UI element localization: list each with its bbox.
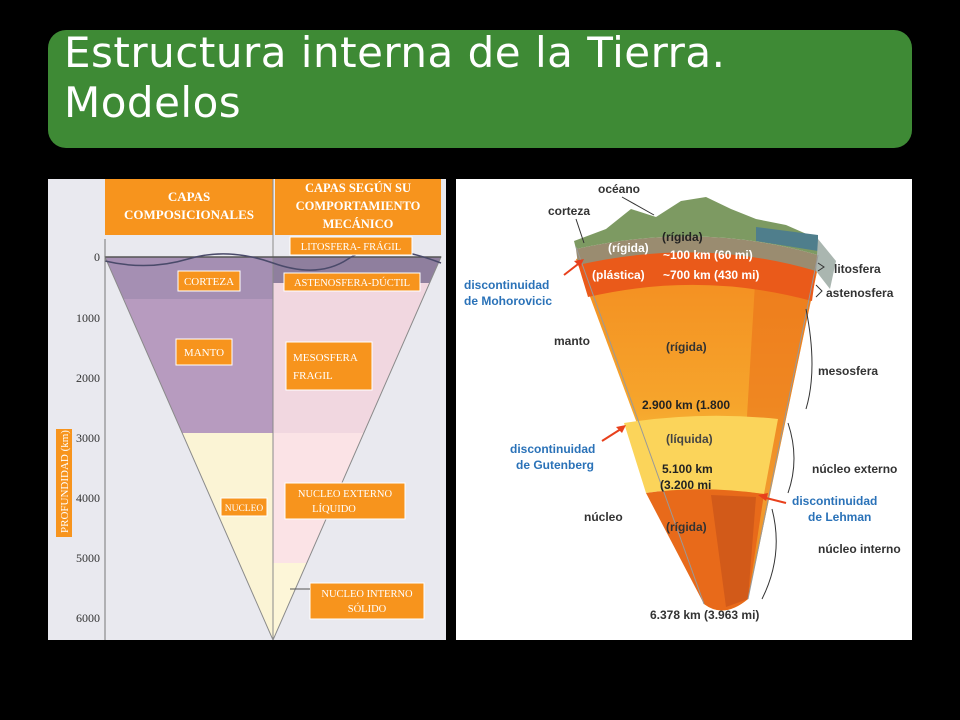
moho-label-line1: discontinuidad [464,278,549,292]
litosfera-label-box [289,236,413,256]
depth-100-label: ~100 km (60 mi) [663,248,753,262]
oceano-label: océano [598,182,640,196]
astenosfera-label: astenosfera [826,286,894,300]
outer-core [624,415,778,494]
depth-5100-line2: (3.200 mi [660,478,711,492]
moho-arrow-head [574,259,584,267]
depth-6378-label: 6.378 km (3.963 mi) [650,608,759,622]
gutenberg-arrow-head [616,425,626,433]
rigida-nucleo-label: (rígida) [666,520,707,534]
header-mechanical-box [275,179,441,235]
oceano-pointer [621,196,655,216]
depth-700-label: ~700 km (430 mi) [663,268,759,282]
litosfera-brace [817,262,825,272]
slide-title-line1: Estructura interna de la Tierra. [64,28,726,77]
depth-tick-3000: 3000 [76,431,100,445]
asthenosphere-layer [578,250,816,301]
composition-diagram: CAPAS COMPOSICIONALES CAPAS SEGÚN SU COM… [48,179,446,640]
nucleo-interno-brace [761,508,777,600]
nucleo-interno-label-line1: NUCLEO INTERNO [321,589,413,600]
ocean-surface [756,227,818,251]
manto-label-box [175,338,233,366]
nucleo-externo-label-box [284,482,406,520]
slide-title: Estructura interna de la Tierra. Modelos [64,28,904,128]
nucleo-externo-label-line1: NUCLEO EXTERNO [298,489,393,500]
nucleo-label: NUCLEO [225,504,264,514]
nucleo-externo-label: núcleo externo [812,462,897,476]
depth-2900-label: 2.900 km (1.800 [642,398,730,412]
header-composition-box [105,179,273,235]
header-mechanical-line2: COMPORTAMIENTO [296,199,421,213]
earth-wedge-diagram: (rígida) (rígida) ~100 km (60 mi) (plást… [456,179,912,640]
header-mechanical-line1: CAPAS SEGÚN SU [305,181,411,195]
depth-axis-label: PROFUNDIDAD (km) [59,430,71,533]
header-composition-line1: CAPAS [168,189,210,204]
slide-title-line2: Modelos [64,78,242,127]
depth-tick-0: 0 [94,250,100,264]
manto-label: manto [554,334,590,348]
depth-tick-6000: 6000 [76,611,100,625]
gutenberg-label-line1: discontinuidad [510,442,595,456]
mesosfera-label-box [285,341,373,391]
depth-ticks: 0 1000 2000 3000 4000 5000 6000 [76,250,100,625]
inner-core-side [711,495,756,607]
nucleo-interno-label: núcleo interno [818,542,901,556]
depth-axis-label-box [56,429,72,537]
lehman-label-line2: de Lehman [808,510,871,524]
header-mechanical-line3: MECÁNICO [323,217,394,231]
mesosfera-brace [805,308,813,410]
corteza-pointer [575,218,585,244]
astenosfera-brace [815,284,823,298]
lehman-arrow-head [758,493,768,501]
title-banner [48,30,912,148]
litosfera-label: LITOSFERA- FRÁGIL [301,241,401,253]
depth-tick-4000: 4000 [76,491,100,505]
corteza-label: CORTEZA [184,276,234,288]
nucleo-label-box [220,497,268,517]
nucleo-externo-brace [787,422,795,494]
astenosfera-label-box [283,272,421,292]
nucleo-externo-label-line2: LÍQUIDO [312,503,356,515]
corteza-label: corteza [548,204,590,218]
litosfera-label: litosfera [834,262,881,276]
corteza-label-box [177,270,241,292]
lehman-label-line1: discontinuidad [792,494,877,508]
depth-5100-line1: 5.100 km [662,462,713,476]
rigida-lito-label: (rígida) [662,230,703,244]
mesosfera-label-line1: MESOSFERA [293,352,358,364]
mesosfera-label-line2: FRAGIL [293,370,333,382]
lithosphere-layer [576,236,818,271]
depth-tick-1000: 1000 [76,311,100,325]
nucleo-interno-label-box [309,582,425,620]
mesosfera-label: mesosfera [818,364,878,378]
nucleo-interno-label-line2: SÓLIDO [348,603,387,615]
gutenberg-label-line2: de Gutenberg [516,458,594,472]
wedge-left-edge [575,246,705,605]
rigida-manto-label: (rígida) [666,340,707,354]
manto-label: MANTO [184,347,224,359]
depth-tick-5000: 5000 [76,551,100,565]
plastica-label: (plástica) [592,268,645,282]
astenosfera-label: ASTENOSFERA-DÚCTIL [294,277,410,289]
rigida-crust-label: (rígida) [608,241,649,255]
wedge-edge [816,239,836,289]
liquida-label: (líquida) [666,432,713,446]
header-composition-line2: COMPOSICIONALES [124,207,254,222]
depth-tick-2000: 2000 [76,371,100,385]
moho-label-line2: de Mohorovicic [464,294,552,308]
nucleo-label: núcleo [584,510,623,524]
